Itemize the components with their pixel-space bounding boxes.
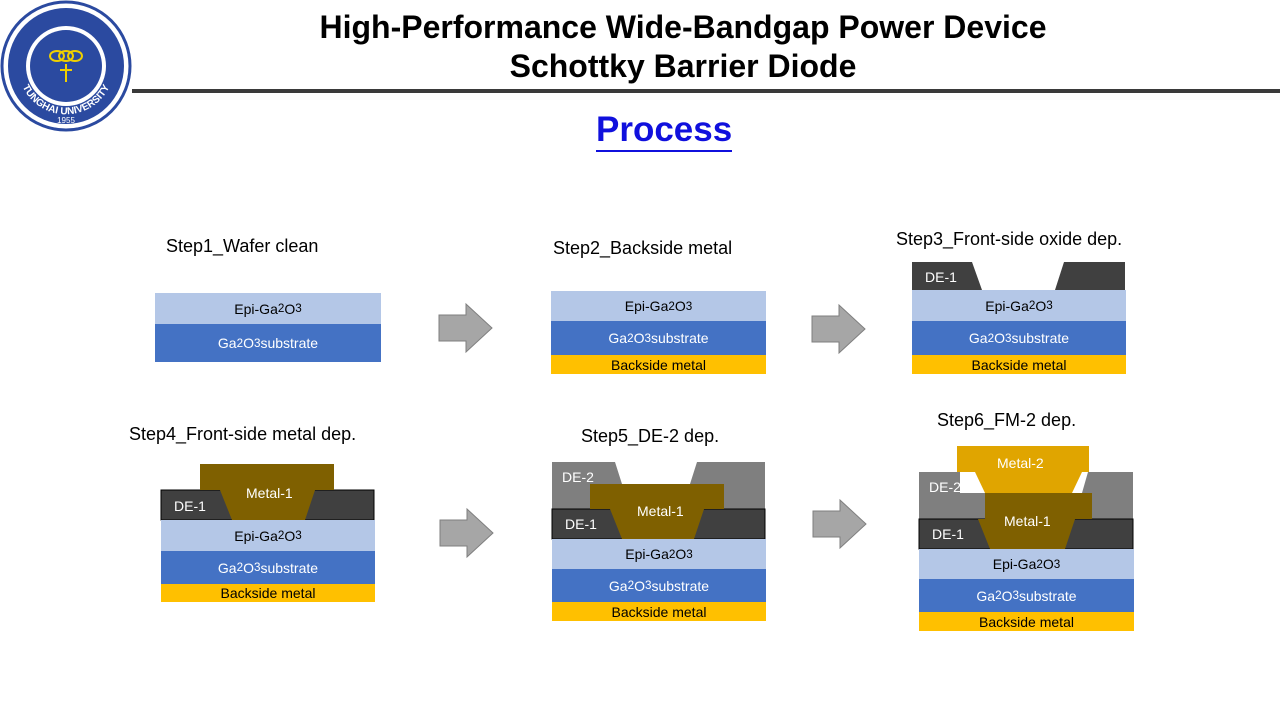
step3-de1-left xyxy=(912,262,982,290)
step5-metal1-top xyxy=(590,484,724,509)
step4-backside-metal: Backside metal xyxy=(161,584,375,602)
step6-de2-left xyxy=(919,472,985,519)
step5-backside-metal: Backside metal xyxy=(552,602,766,621)
step6-metal1-well xyxy=(978,519,1075,549)
step3-backside-metal: Backside metal xyxy=(912,355,1126,374)
step6-de1-label: DE-1 xyxy=(932,526,964,542)
step6-label: Step6_FM-2 dep. xyxy=(937,410,1077,430)
step6-metal1-top xyxy=(985,493,1092,519)
step4-metal1-label: Metal-1 xyxy=(246,485,293,501)
step6-de2-label: DE-2 xyxy=(929,479,961,495)
step2-label: Step2_Backside metal xyxy=(553,238,733,258)
arrow-right-icon xyxy=(439,507,494,559)
step5-metal1-label: Metal-1 xyxy=(637,503,684,519)
arrow-right-icon xyxy=(438,302,493,354)
step5-de1-label: DE-1 xyxy=(565,516,597,532)
step1-label: Step1_Wafer clean xyxy=(166,236,319,256)
step6-metal1-label: Metal-1 xyxy=(1004,513,1051,529)
tunghai-university-logo: TUNGHAI UNIVERSITY 1955 xyxy=(0,0,132,132)
step6-metal2-label: Metal-2 xyxy=(997,455,1044,471)
title-line-2: Schottky Barrier Diode xyxy=(509,48,857,84)
step6-de2-right xyxy=(1082,472,1133,519)
logo-year: 1955 xyxy=(57,116,75,125)
step4-label: Step4_Front-side metal dep. xyxy=(129,424,357,444)
title-line-1: High-Performance Wide-Bandgap Power Devi… xyxy=(319,9,1047,45)
step4-de1-label: DE-1 xyxy=(174,498,206,514)
step3-label: Step3_Front-side oxide dep. xyxy=(896,229,1123,249)
step5-de2-label: DE-2 xyxy=(562,469,594,485)
step5-metal1-well xyxy=(610,509,704,539)
step5-label: Step5_DE-2 dep. xyxy=(581,426,720,446)
step6-backside-metal: Backside metal xyxy=(919,612,1134,631)
header-divider xyxy=(132,89,1280,93)
step4-metal1-top xyxy=(200,464,334,490)
step5-de2-left xyxy=(552,462,622,509)
step5-de2-right xyxy=(690,462,765,509)
step3-de1-right xyxy=(1055,262,1125,290)
arrow-right-icon xyxy=(811,303,866,355)
step4-metal1-well xyxy=(220,490,315,520)
section-title: Process xyxy=(596,110,733,152)
step6-metal2-well xyxy=(975,472,1082,493)
step6-metal2-top xyxy=(957,446,1089,472)
step2-backside-metal: Backside metal xyxy=(551,355,766,374)
step3-de1-label: DE-1 xyxy=(925,269,957,285)
arrow-right-icon xyxy=(812,498,867,550)
